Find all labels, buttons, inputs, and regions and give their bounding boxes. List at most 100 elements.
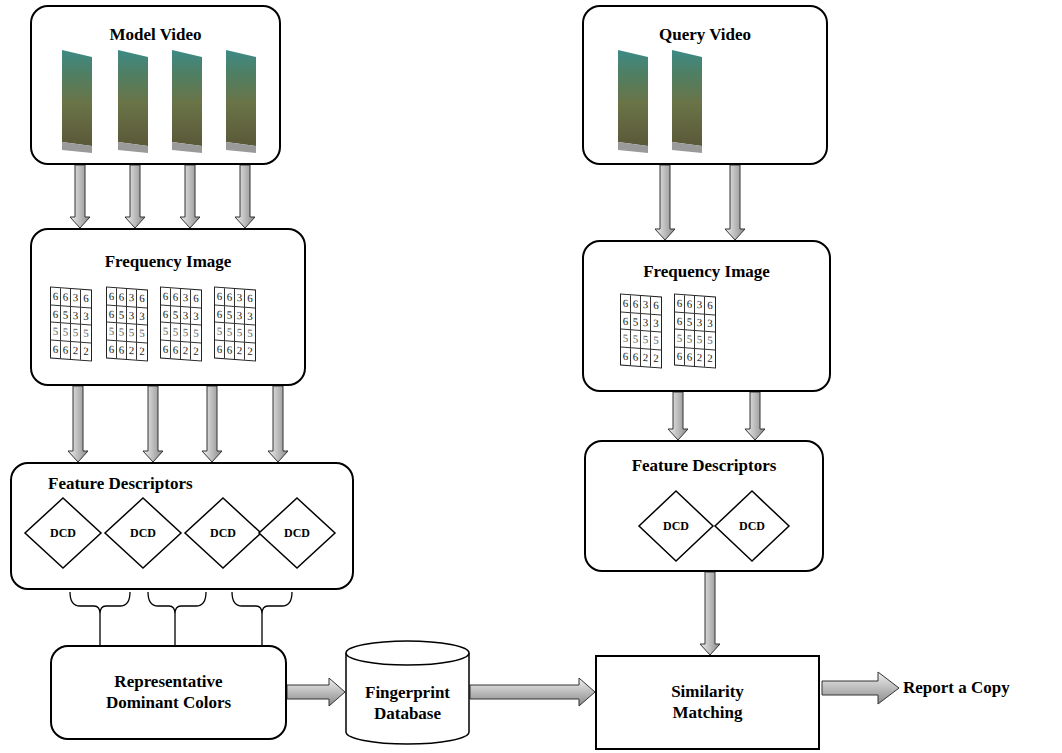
grid-cell: 5 <box>127 324 137 342</box>
grid-value: 6 <box>217 343 223 355</box>
grid-cell: 5 <box>705 332 715 350</box>
grid-value: 5 <box>173 326 179 338</box>
grid-cell: 6 <box>675 347 685 365</box>
block-arrow <box>655 165 675 240</box>
grid-cell: 3 <box>127 289 137 307</box>
grid-value: 6 <box>119 291 125 303</box>
grid-value: 3 <box>129 291 135 303</box>
grid-value: 3 <box>183 309 189 321</box>
grid-value: 2 <box>237 344 243 356</box>
grid-cell: 6 <box>651 297 661 315</box>
grid-value: 6 <box>163 290 169 302</box>
grid-cell: 5 <box>71 324 81 342</box>
grid-value: 3 <box>193 310 199 322</box>
grid-value: 2 <box>193 345 199 357</box>
grid-cell: 6 <box>225 288 235 306</box>
grid-value: 6 <box>53 307 59 319</box>
video-frame <box>62 50 92 153</box>
grid-cell: 6 <box>675 295 685 313</box>
output-label: Report a Copy <box>903 678 1010 698</box>
grid-value: 6 <box>109 307 115 319</box>
grid-cell: 6 <box>191 290 201 308</box>
grid-value: 5 <box>247 327 253 339</box>
descriptor-diamond: DCD <box>104 497 182 569</box>
grid-cell: 6 <box>215 340 225 358</box>
grid-cell: 3 <box>651 314 661 332</box>
grid-value: 6 <box>173 291 179 303</box>
grid-cell: 6 <box>81 290 91 308</box>
grid-value: 6 <box>227 344 233 356</box>
box-title: Frequency Image <box>584 262 829 282</box>
grid-value: 5 <box>83 327 89 339</box>
box-title: Similarity Matching <box>643 682 773 723</box>
grid-cell: 5 <box>641 331 651 349</box>
grid-cell: 6 <box>675 312 685 330</box>
grid-value: 6 <box>623 314 629 326</box>
grid-value: 2 <box>653 352 659 364</box>
grid-value: 5 <box>173 308 179 320</box>
grid-cell: 6 <box>685 295 695 313</box>
grid-value: 5 <box>119 326 125 338</box>
grid-value: 6 <box>163 343 169 355</box>
descriptor-label: DCD <box>739 519 765 533</box>
grid-cell: 2 <box>71 342 81 360</box>
grid-value: 5 <box>63 326 69 338</box>
grid-value: 2 <box>129 344 135 356</box>
grid-value: 3 <box>73 291 79 303</box>
grid-value: 5 <box>227 308 233 320</box>
box-title: Model Video <box>32 25 279 45</box>
grid-cell: 2 <box>81 342 91 360</box>
grid-cell: 6 <box>225 341 235 359</box>
process-box: Feature DescriptorsDCDDCDDCDDCD <box>10 462 354 590</box>
box-title: Frequency Image <box>32 252 304 272</box>
grid-value: 6 <box>109 290 115 302</box>
grid-cell: 6 <box>61 341 71 359</box>
grid-value: 3 <box>643 316 649 328</box>
grid-value: 5 <box>129 326 135 338</box>
grid-cell: 6 <box>631 295 641 313</box>
box-title: Query Video <box>584 25 826 45</box>
grid-cell: 3 <box>695 314 705 332</box>
grid-value: 2 <box>247 345 253 357</box>
block-arrow <box>68 386 88 462</box>
block-arrow <box>70 165 90 228</box>
grid-cell: 5 <box>215 323 225 341</box>
grid-cell: 3 <box>181 307 191 325</box>
block-arrow <box>700 572 720 655</box>
grid-value: 3 <box>237 309 243 321</box>
block-arrow <box>125 165 145 228</box>
block-arrow <box>235 165 255 228</box>
grid-cell: 5 <box>245 325 255 343</box>
descriptor-label: DCD <box>663 519 689 533</box>
grid-cell: 5 <box>225 306 235 324</box>
grid-value: 6 <box>227 291 233 303</box>
video-frame <box>618 50 648 153</box>
block-arrow <box>745 392 765 440</box>
grid-cell: 5 <box>61 306 71 324</box>
descriptor-label: DCD <box>130 526 156 540</box>
grid-cell: 6 <box>107 340 117 358</box>
grid-value: 5 <box>633 333 639 345</box>
grid-cell: 3 <box>81 307 91 325</box>
grid-value: 6 <box>707 299 713 311</box>
grid-value: 3 <box>73 309 79 321</box>
brace <box>148 592 206 645</box>
box-title: Fingerprint Database <box>355 683 460 724</box>
brace <box>232 592 292 645</box>
grid-value: 3 <box>247 310 253 322</box>
grid-value: 3 <box>83 310 89 322</box>
grid-value: 3 <box>237 291 243 303</box>
process-box: Model Video <box>30 5 281 165</box>
grid-cell: 2 <box>705 349 715 367</box>
grid-value: 6 <box>53 343 59 355</box>
grid-cell: 5 <box>621 330 631 348</box>
grid-cell: 2 <box>181 342 191 360</box>
grid-cell: 3 <box>71 307 81 325</box>
block-arrow <box>470 678 595 706</box>
grid-value: 5 <box>633 315 639 327</box>
grid-cell: 5 <box>51 323 61 341</box>
grid-value: 6 <box>633 298 639 310</box>
grid-value: 6 <box>687 351 693 363</box>
